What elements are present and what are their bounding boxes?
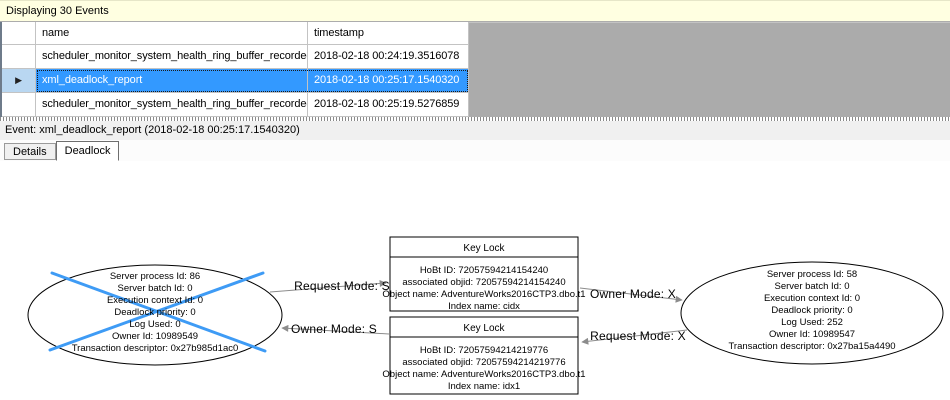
- current-row-arrow-icon: ▶: [15, 75, 22, 85]
- svg-text:associated objid: 720575942142: associated objid: 72057594214219776: [402, 357, 565, 368]
- svg-text:Deadlock priority: 0: Deadlock priority: 0: [114, 307, 195, 318]
- svg-text:associated objid: 720575942141: associated objid: 72057594214154240: [402, 277, 565, 288]
- row-selector-cell[interactable]: [2, 93, 36, 117]
- svg-text:Owner Id: 10989549: Owner Id: 10989549: [112, 331, 198, 342]
- svg-text:Server process Id: 58: Server process Id: 58: [767, 269, 857, 280]
- pane-splitter[interactable]: [0, 117, 950, 121]
- process-node-right: Server process Id: 58 Server batch Id: 0…: [680, 261, 944, 365]
- event-name-cell[interactable]: scheduler_monitor_system_health_ring_buf…: [36, 45, 308, 69]
- table-row[interactable]: scheduler_monitor_system_health_ring_buf…: [2, 45, 469, 69]
- grid-empty-area: [469, 22, 950, 117]
- event-name-cell[interactable]: xml_deadlock_report: [36, 69, 308, 93]
- svg-text:Server process Id: 86: Server process Id: 86: [110, 271, 200, 282]
- svg-text:Object name: AdventureWorks201: Object name: AdventureWorks2016CTP3.dbo.…: [382, 289, 585, 300]
- column-header-name[interactable]: name: [36, 22, 308, 45]
- victim-cross-line: [48, 271, 265, 352]
- events-count-bar: Displaying 30 Events: [0, 0, 950, 22]
- edge-request-s: [269, 279, 387, 293]
- tab-deadlock[interactable]: Deadlock: [55, 141, 120, 161]
- edge-label-owner-x: Owner Mode: X: [590, 287, 676, 301]
- grid-header-row: name timestamp: [2, 22, 469, 45]
- event-label-bar: Event: xml_deadlock_report (2018-02-18 0…: [0, 121, 950, 140]
- events-grid: name timestamp scheduler_monitor_system_…: [0, 22, 950, 117]
- event-timestamp-cell[interactable]: 2018-02-18 00:25:19.5276859: [308, 93, 469, 117]
- svg-text:Owner Id: 10989547: Owner Id: 10989547: [769, 329, 855, 340]
- events-count-text: Displaying 30 Events: [6, 5, 109, 17]
- svg-text:Log Used: 0: Log Used: 0: [129, 319, 180, 330]
- table-row[interactable]: scheduler_monitor_system_health_ring_buf…: [2, 93, 469, 117]
- svg-text:Server batch Id: 0: Server batch Id: 0: [775, 281, 850, 292]
- svg-text:HoBt ID: 72057594214154240: HoBt ID: 72057594214154240: [420, 265, 548, 276]
- svg-text:Object name: AdventureWorks201: Object name: AdventureWorks2016CTP3.dbo.…: [382, 369, 585, 380]
- lock-node-bottom: Key Lock HoBt ID: 72057594214219776 asso…: [382, 316, 586, 395]
- row-selector-cell[interactable]: [2, 45, 36, 69]
- row-selector-header-cell: [2, 22, 36, 45]
- svg-text:Log Used: 252: Log Used: 252: [781, 317, 843, 328]
- lock-node-top: Key Lock HoBt ID: 72057594214154240 asso…: [382, 236, 586, 312]
- lock-title: Key Lock: [463, 243, 505, 254]
- events-grid-columns: name timestamp scheduler_monitor_system_…: [2, 22, 469, 117]
- edge-label-request-s: Request Mode: S: [294, 279, 390, 293]
- edge-label-request-x: Request Mode: X: [590, 329, 686, 343]
- tab-strip: Details Deadlock: [0, 140, 950, 161]
- deadlock-graph-panel: Server process Id: 86 Server batch Id: 0…: [0, 161, 950, 400]
- svg-text:Transaction descriptor: 0x27b9: Transaction descriptor: 0x27b985d1ac0: [72, 343, 239, 354]
- edge-label-owner-s: Owner Mode: S: [291, 322, 377, 336]
- svg-text:Execution context Id: 0: Execution context Id: 0: [764, 293, 860, 304]
- svg-text:Index name: cidx: Index name: cidx: [448, 301, 520, 312]
- event-timestamp-cell[interactable]: 2018-02-18 00:24:19.3516078: [308, 45, 469, 69]
- event-label-text: Event: xml_deadlock_report (2018-02-18 0…: [5, 124, 300, 136]
- event-name-cell[interactable]: scheduler_monitor_system_health_ring_buf…: [36, 93, 308, 117]
- lock-title: Key Lock: [463, 323, 505, 334]
- tab-details[interactable]: Details: [4, 143, 56, 160]
- edge-owner-s: [281, 324, 390, 335]
- process-node-left: Server process Id: 86 Server batch Id: 0…: [27, 264, 283, 366]
- edge-request-x: [581, 329, 688, 345]
- column-header-timestamp[interactable]: timestamp: [308, 22, 469, 45]
- selected-row-focus-outline[interactable]: xml_deadlock_report 2018-02-18 00:25:17.…: [36, 69, 469, 93]
- svg-text:HoBt ID: 72057594214219776: HoBt ID: 72057594214219776: [420, 345, 548, 356]
- row-selector-cell[interactable]: ▶: [2, 69, 36, 93]
- svg-text:Server batch Id: 0: Server batch Id: 0: [118, 283, 193, 294]
- event-timestamp-cell[interactable]: 2018-02-18 00:25:17.1540320: [308, 69, 469, 93]
- edge-owner-x: [579, 287, 683, 303]
- svg-text:Deadlock priority: 0: Deadlock priority: 0: [771, 305, 852, 316]
- table-row-selected[interactable]: ▶ xml_deadlock_report 2018-02-18 00:25:1…: [2, 69, 469, 93]
- svg-text:Transaction descriptor: 0x27ba: Transaction descriptor: 0x27ba15a4490: [728, 341, 895, 352]
- svg-text:Execution context Id: 0: Execution context Id: 0: [107, 295, 203, 306]
- deadlock-graph: Server process Id: 86 Server batch Id: 0…: [27, 236, 944, 395]
- svg-text:Index name: idx1: Index name: idx1: [448, 381, 520, 392]
